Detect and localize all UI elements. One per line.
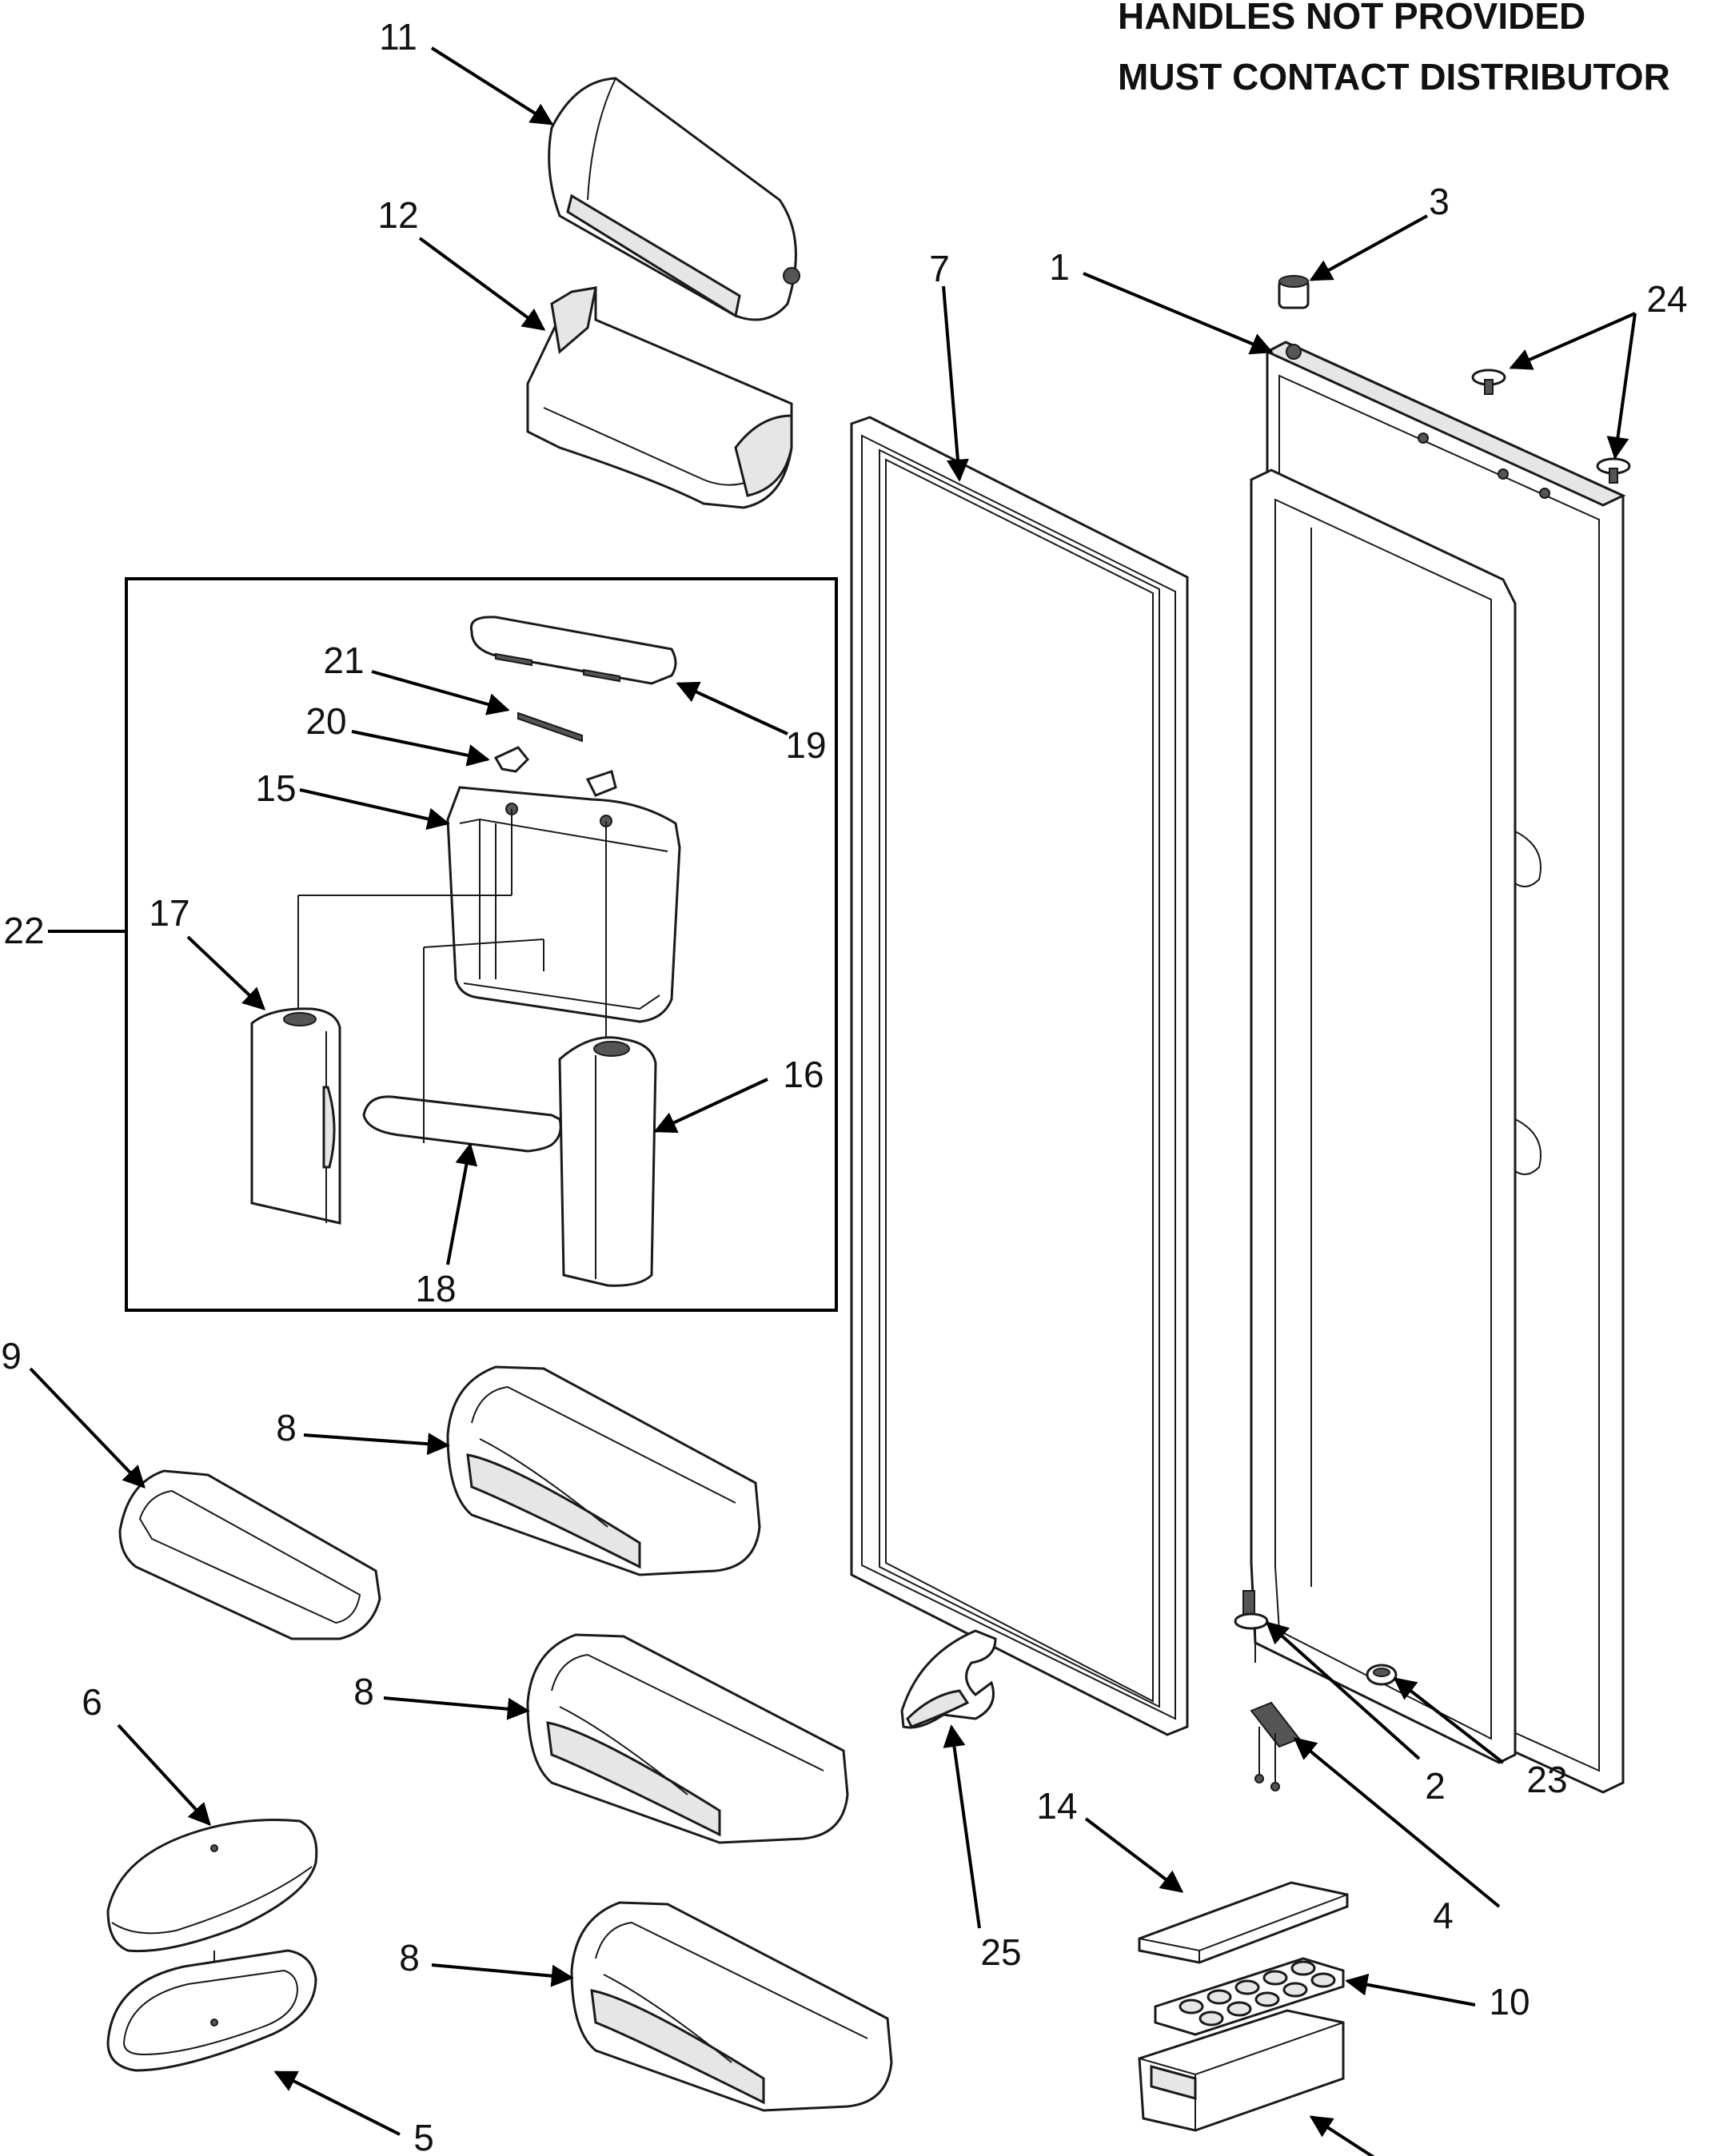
callout-8-top: 8 <box>276 1407 297 1449</box>
part-13-egg-bin <box>1138 2009 1345 2132</box>
callout-6: 6 <box>82 1681 102 1723</box>
part-1-door-assembly <box>1250 341 1626 1794</box>
part-14-egg-cover <box>1138 1881 1349 1964</box>
part-21-spring-rod <box>517 711 583 743</box>
part-10-egg-tray <box>1154 1957 1345 2036</box>
leader-lines <box>29 46 1637 2156</box>
callout-4: 4 <box>1433 1895 1454 1936</box>
callout-1: 1 <box>1049 246 1070 288</box>
part-3-hinge-bushing <box>1278 275 1310 309</box>
callout-12: 12 <box>377 194 418 236</box>
callout-23: 23 <box>1526 1759 1567 1800</box>
callout-22: 22 <box>3 910 44 951</box>
callout-7: 7 <box>929 248 950 289</box>
part-4-hinge-bracket <box>1250 1701 1301 1791</box>
callout-14: 14 <box>1036 1785 1077 1827</box>
callout-21: 21 <box>323 640 364 681</box>
part-11-dairy-cover <box>548 77 800 321</box>
header-line-1: HANDLES NOT PROVIDED <box>1118 0 1585 37</box>
part-9-shallow-shelf <box>118 1469 381 1640</box>
part-2-door-stop <box>1234 1590 1269 1663</box>
part-8-door-bin-top <box>446 1365 761 1576</box>
part-5-butter-tray <box>106 1949 317 2072</box>
callout-3: 3 <box>1429 181 1450 222</box>
part-23-cap <box>1366 1664 1398 1686</box>
part-8-door-bin-bottom <box>570 1901 893 2112</box>
inset-box-assembly-22 <box>125 577 838 1312</box>
callout-25: 25 <box>980 1931 1021 1973</box>
part-8-door-bin-middle <box>526 1633 849 1844</box>
callout-5: 5 <box>413 2117 434 2156</box>
callout-18: 18 <box>415 1268 456 1309</box>
callout-17: 17 <box>149 892 189 934</box>
part-19-bin-lid <box>469 616 677 685</box>
callout-20: 20 <box>305 700 346 742</box>
callout-9: 9 <box>1 1335 22 1377</box>
callout-8-middle: 8 <box>353 1671 374 1712</box>
callout-16: 16 <box>783 1054 824 1095</box>
callout-11: 11 <box>379 16 417 58</box>
callout-2: 2 <box>1425 1765 1446 1807</box>
part-7-door-gasket <box>850 416 1189 1736</box>
callout-24: 24 <box>1646 278 1687 320</box>
callout-8-bottom: 8 <box>399 1937 420 1979</box>
part-16-right-bin-cover <box>558 1036 657 1287</box>
part-20-hinge-pins <box>493 746 617 797</box>
header-line-2: MUST CONTACT DISTRIBUTOR <box>1118 56 1670 98</box>
part-15-bin-frame <box>297 786 681 1079</box>
callout-10: 10 <box>1489 1981 1530 2022</box>
part-12-dairy-bin <box>526 286 793 509</box>
callout-labels: 11 12 7 1 3 24 21 20 19 15 22 17 16 18 8… <box>1 16 1687 2156</box>
part-18-front-bin <box>362 939 562 1153</box>
part-17-left-bin-cover <box>250 1007 341 1225</box>
callout-19: 19 <box>785 724 826 766</box>
part-25-handle-trim <box>900 1629 997 1729</box>
callout-15: 15 <box>255 767 296 809</box>
part-24-plugs <box>1471 369 1631 484</box>
